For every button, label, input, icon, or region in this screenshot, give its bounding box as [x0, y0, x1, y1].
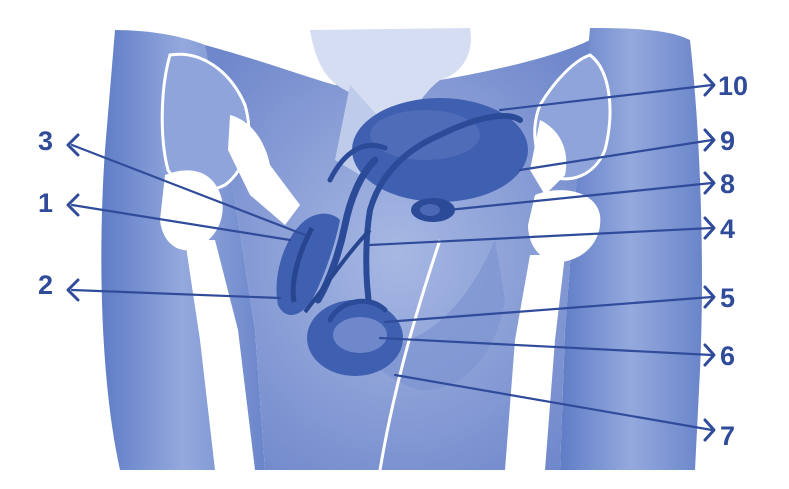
- bladder-highlight: [370, 110, 480, 160]
- label-8: 8: [720, 169, 735, 199]
- seminal-vesicle-inner: [420, 204, 440, 216]
- label-1: 1: [38, 188, 53, 218]
- label-4: 4: [720, 214, 735, 244]
- label-5: 5: [720, 283, 735, 313]
- label-6: 6: [720, 341, 735, 371]
- label-2: 2: [38, 270, 53, 300]
- label-9: 9: [720, 126, 735, 156]
- label-10: 10: [718, 71, 748, 101]
- label-7: 7: [720, 421, 735, 451]
- label-3: 3: [38, 126, 53, 156]
- testis: [333, 317, 387, 353]
